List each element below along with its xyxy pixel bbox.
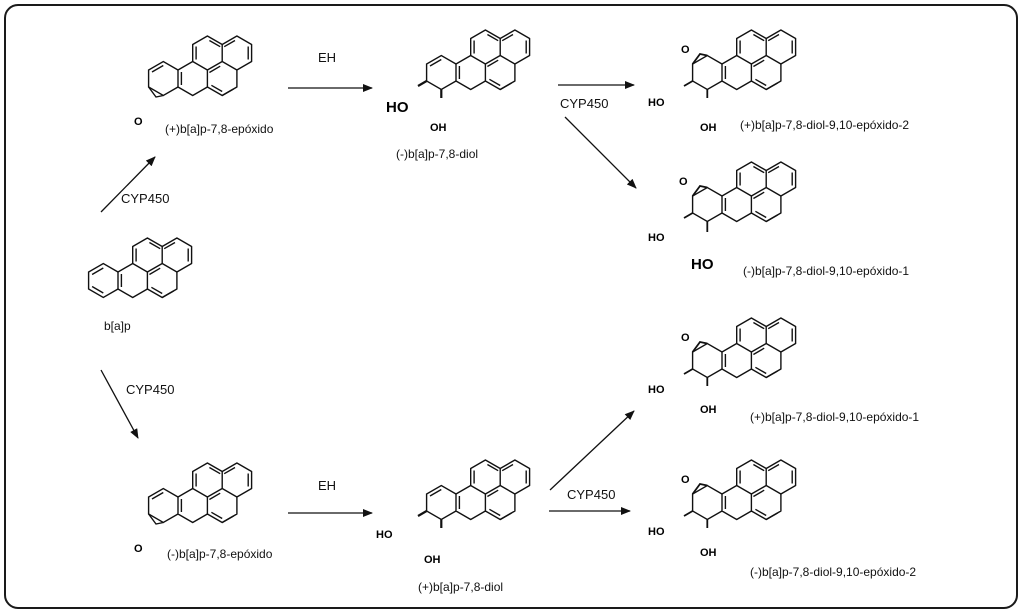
- hydroxyl-label: HO: [648, 97, 665, 109]
- label-bap: b[a]p: [104, 319, 131, 333]
- arrow-bap-to-epoxide-minus: [100, 369, 139, 439]
- label-de-plus-1: (+)b[a]p-7,8-diol-9,10-epóxido-1: [750, 410, 920, 424]
- oxygen-atom: O: [679, 176, 688, 188]
- label-diol-plus: (+)b[a]p-7,8-diol: [418, 580, 504, 594]
- hydroxyl-label: HO: [648, 526, 665, 538]
- label-de-plus-2: (+)b[a]p-7,8-diol-9,10-epóxido-2: [740, 118, 910, 132]
- enzyme-label-eh-bottom: EH: [318, 478, 337, 493]
- enzyme-label-cyp450-right-top: CYP450: [560, 96, 609, 111]
- hydroxyl-label: HO: [691, 256, 714, 273]
- oxygen-atom: O: [681, 44, 690, 56]
- hydroxyl-label: HO: [648, 384, 665, 396]
- hydroxyl-label: HO: [648, 232, 665, 244]
- molecule-diol-epoxide-minus-2: [683, 459, 797, 528]
- molecule-diol-minus: [417, 29, 531, 98]
- arrow-bap-to-epoxide-plus: [100, 156, 156, 213]
- enzyme-label-cyp450-right-bottom: CYP450: [567, 487, 616, 502]
- molecule-diol-epoxide-plus-2: [683, 29, 797, 98]
- oxygen-atom: O: [134, 543, 143, 555]
- hydroxyl-label: OH: [424, 554, 441, 566]
- enzyme-label-cyp450-top: CYP450: [121, 191, 170, 206]
- diagram-frame: [4, 4, 1018, 609]
- hydroxyl-label: OH: [700, 404, 717, 416]
- hydroxyl-label: OH: [430, 122, 447, 134]
- hydroxyl-label: OH: [700, 547, 717, 559]
- hydroxyl-label: OH: [700, 122, 717, 134]
- molecule-diol-plus: [417, 459, 531, 528]
- arrow-diol-plus-to-de-plus-1: [549, 410, 635, 491]
- oxygen-atom: O: [134, 116, 143, 128]
- hydroxyl-label: HO: [386, 99, 409, 116]
- label-epoxide-plus: (+)b[a]p-7,8-epóxido: [165, 122, 274, 136]
- molecule-bap: [87, 237, 193, 299]
- oxygen-atom: O: [681, 332, 690, 344]
- hydroxyl-label: HO: [376, 529, 393, 541]
- enzyme-label-cyp450-bottom: CYP450: [126, 382, 175, 397]
- molecule-diol-epoxide-plus-1: [683, 317, 797, 386]
- arrow-diol-minus-to-de-minus-1: [564, 116, 637, 189]
- label-diol-minus: (-)b[a]p-7,8-diol: [396, 147, 479, 161]
- label-de-minus-1: (-)b[a]p-7,8-diol-9,10-epóxido-1: [743, 264, 910, 278]
- oxygen-atom: O: [681, 474, 690, 486]
- molecule-epoxide-plus: [147, 35, 253, 98]
- label-de-minus-2: (-)b[a]p-7,8-diol-9,10-epóxido-2: [750, 565, 917, 579]
- label-epoxide-minus: (-)b[a]p-7,8-epóxido: [167, 547, 273, 561]
- molecule-diol-epoxide-minus-1: [683, 161, 797, 232]
- enzyme-label-eh-top: EH: [318, 50, 337, 65]
- molecule-epoxide-minus: [147, 462, 253, 525]
